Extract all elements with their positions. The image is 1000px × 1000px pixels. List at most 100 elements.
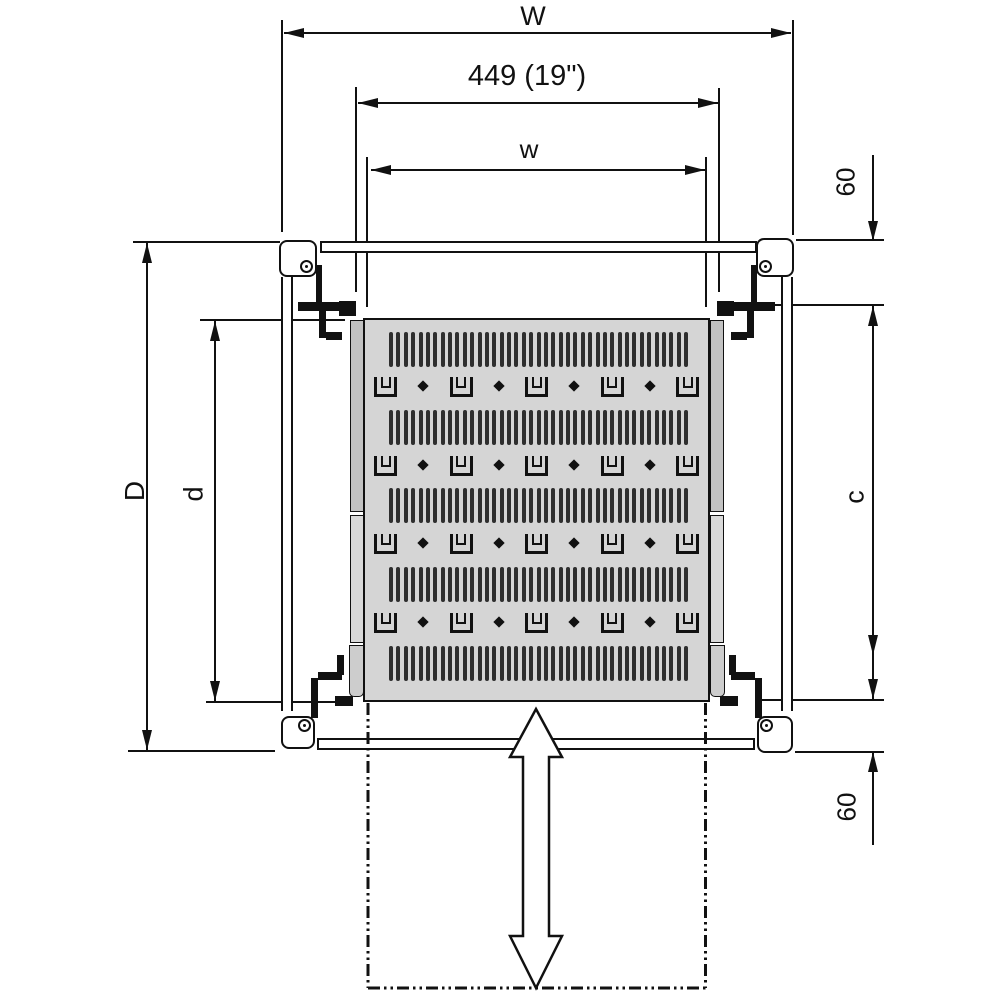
vent-slot bbox=[588, 332, 593, 367]
rack-width-label: 449 (19") bbox=[467, 60, 587, 92]
vent-slot bbox=[396, 488, 401, 523]
cable-tie-clip bbox=[449, 534, 473, 554]
diamond-hole bbox=[417, 459, 429, 471]
vent-slot bbox=[403, 332, 408, 367]
dim-line-inner-width bbox=[371, 169, 705, 171]
vent-slot bbox=[507, 410, 511, 445]
vent-slot bbox=[588, 488, 593, 523]
vent-slot bbox=[499, 488, 504, 523]
arrowhead bbox=[142, 243, 152, 263]
arrowhead bbox=[868, 679, 878, 699]
slide-rail-right bbox=[710, 320, 724, 512]
side-depth-label: c bbox=[839, 490, 870, 504]
vent-slot bbox=[425, 332, 430, 367]
diamond-hole bbox=[568, 380, 580, 392]
vent-slot bbox=[440, 646, 445, 681]
vent-slot bbox=[558, 646, 563, 681]
vent-slot bbox=[521, 646, 526, 681]
corner-hole-top-left bbox=[300, 260, 313, 273]
vent-slot bbox=[396, 567, 401, 602]
slide-rail-left bbox=[350, 320, 364, 512]
vent-slot bbox=[617, 410, 622, 445]
cable-tie-clip bbox=[525, 613, 548, 633]
cable-tie-clip bbox=[676, 377, 699, 397]
vent-slot bbox=[602, 410, 607, 445]
vent-slot bbox=[573, 332, 578, 367]
vent-slot bbox=[566, 332, 570, 367]
diamond-hole bbox=[644, 537, 656, 549]
vent-slot bbox=[448, 488, 452, 523]
vent-slot bbox=[610, 646, 615, 681]
vent-slot bbox=[661, 567, 666, 602]
vent-slot bbox=[529, 646, 534, 681]
vent-slot bbox=[403, 567, 408, 602]
dim-line-bottom-right-offset bbox=[872, 752, 874, 845]
arrowhead bbox=[358, 98, 378, 108]
vent-slot bbox=[521, 488, 526, 523]
vent-slot bbox=[396, 646, 401, 681]
slide-rail-left bbox=[350, 515, 364, 643]
vent-slot bbox=[433, 646, 438, 681]
vent-slot bbox=[470, 332, 475, 367]
cable-tie-clip bbox=[525, 377, 548, 397]
vent-slot bbox=[507, 567, 511, 602]
vent-slot bbox=[440, 410, 445, 445]
vent-slot bbox=[595, 567, 600, 602]
vent-slot bbox=[617, 332, 622, 367]
diamond-hole bbox=[493, 537, 505, 549]
vent-slot bbox=[389, 646, 393, 681]
vent-slot bbox=[669, 410, 674, 445]
vent-slot bbox=[639, 332, 644, 367]
vent-slot bbox=[440, 332, 445, 367]
vent-slot bbox=[684, 488, 688, 523]
vent-slot bbox=[647, 410, 652, 445]
vent-slot bbox=[661, 488, 666, 523]
vent-slot bbox=[403, 410, 408, 445]
vent-slot bbox=[669, 567, 674, 602]
vent-slot bbox=[543, 567, 548, 602]
vent-slot bbox=[595, 410, 600, 445]
cable-tie-clip bbox=[525, 534, 548, 554]
vent-slot bbox=[543, 410, 548, 445]
cable-tie-clip bbox=[374, 613, 397, 633]
cable-clip-row bbox=[374, 534, 699, 555]
vent-slot bbox=[448, 567, 452, 602]
arrowhead bbox=[868, 752, 878, 772]
vent-slot bbox=[558, 567, 563, 602]
vent-slot bbox=[470, 488, 475, 523]
slide-rail-right-cap bbox=[710, 645, 725, 697]
mounting-bracket bbox=[717, 301, 734, 316]
cable-tie-clip bbox=[676, 456, 699, 476]
vent-slot bbox=[543, 332, 548, 367]
vent-slot bbox=[455, 567, 460, 602]
vent-slot bbox=[654, 488, 659, 523]
vent-slot bbox=[676, 488, 681, 523]
vent-slot bbox=[514, 332, 519, 367]
arrowhead bbox=[868, 306, 878, 326]
cable-tie-clip bbox=[676, 613, 699, 633]
mounting-bracket bbox=[751, 265, 757, 305]
extension-line bbox=[281, 20, 283, 232]
diamond-hole bbox=[493, 380, 505, 392]
vent-slot bbox=[566, 410, 570, 445]
cable-tie-clip bbox=[449, 613, 473, 633]
vent-slot bbox=[543, 488, 548, 523]
vent-slot bbox=[647, 567, 652, 602]
arrowhead bbox=[685, 165, 705, 175]
cable-tie-clip bbox=[525, 456, 548, 476]
vent-slot bbox=[558, 488, 563, 523]
vent-slot bbox=[462, 646, 467, 681]
vent-slot bbox=[492, 646, 497, 681]
vent-slot bbox=[455, 646, 460, 681]
vent-slot bbox=[477, 488, 482, 523]
diamond-hole bbox=[568, 537, 580, 549]
vent-slot bbox=[654, 646, 659, 681]
vent-slot bbox=[455, 488, 460, 523]
vent-slot bbox=[448, 410, 452, 445]
diamond-hole bbox=[644, 459, 656, 471]
arrowhead bbox=[210, 321, 220, 341]
arrowhead bbox=[371, 165, 391, 175]
vent-slot bbox=[477, 567, 482, 602]
vent-slot bbox=[389, 488, 393, 523]
vent-slot bbox=[661, 646, 666, 681]
